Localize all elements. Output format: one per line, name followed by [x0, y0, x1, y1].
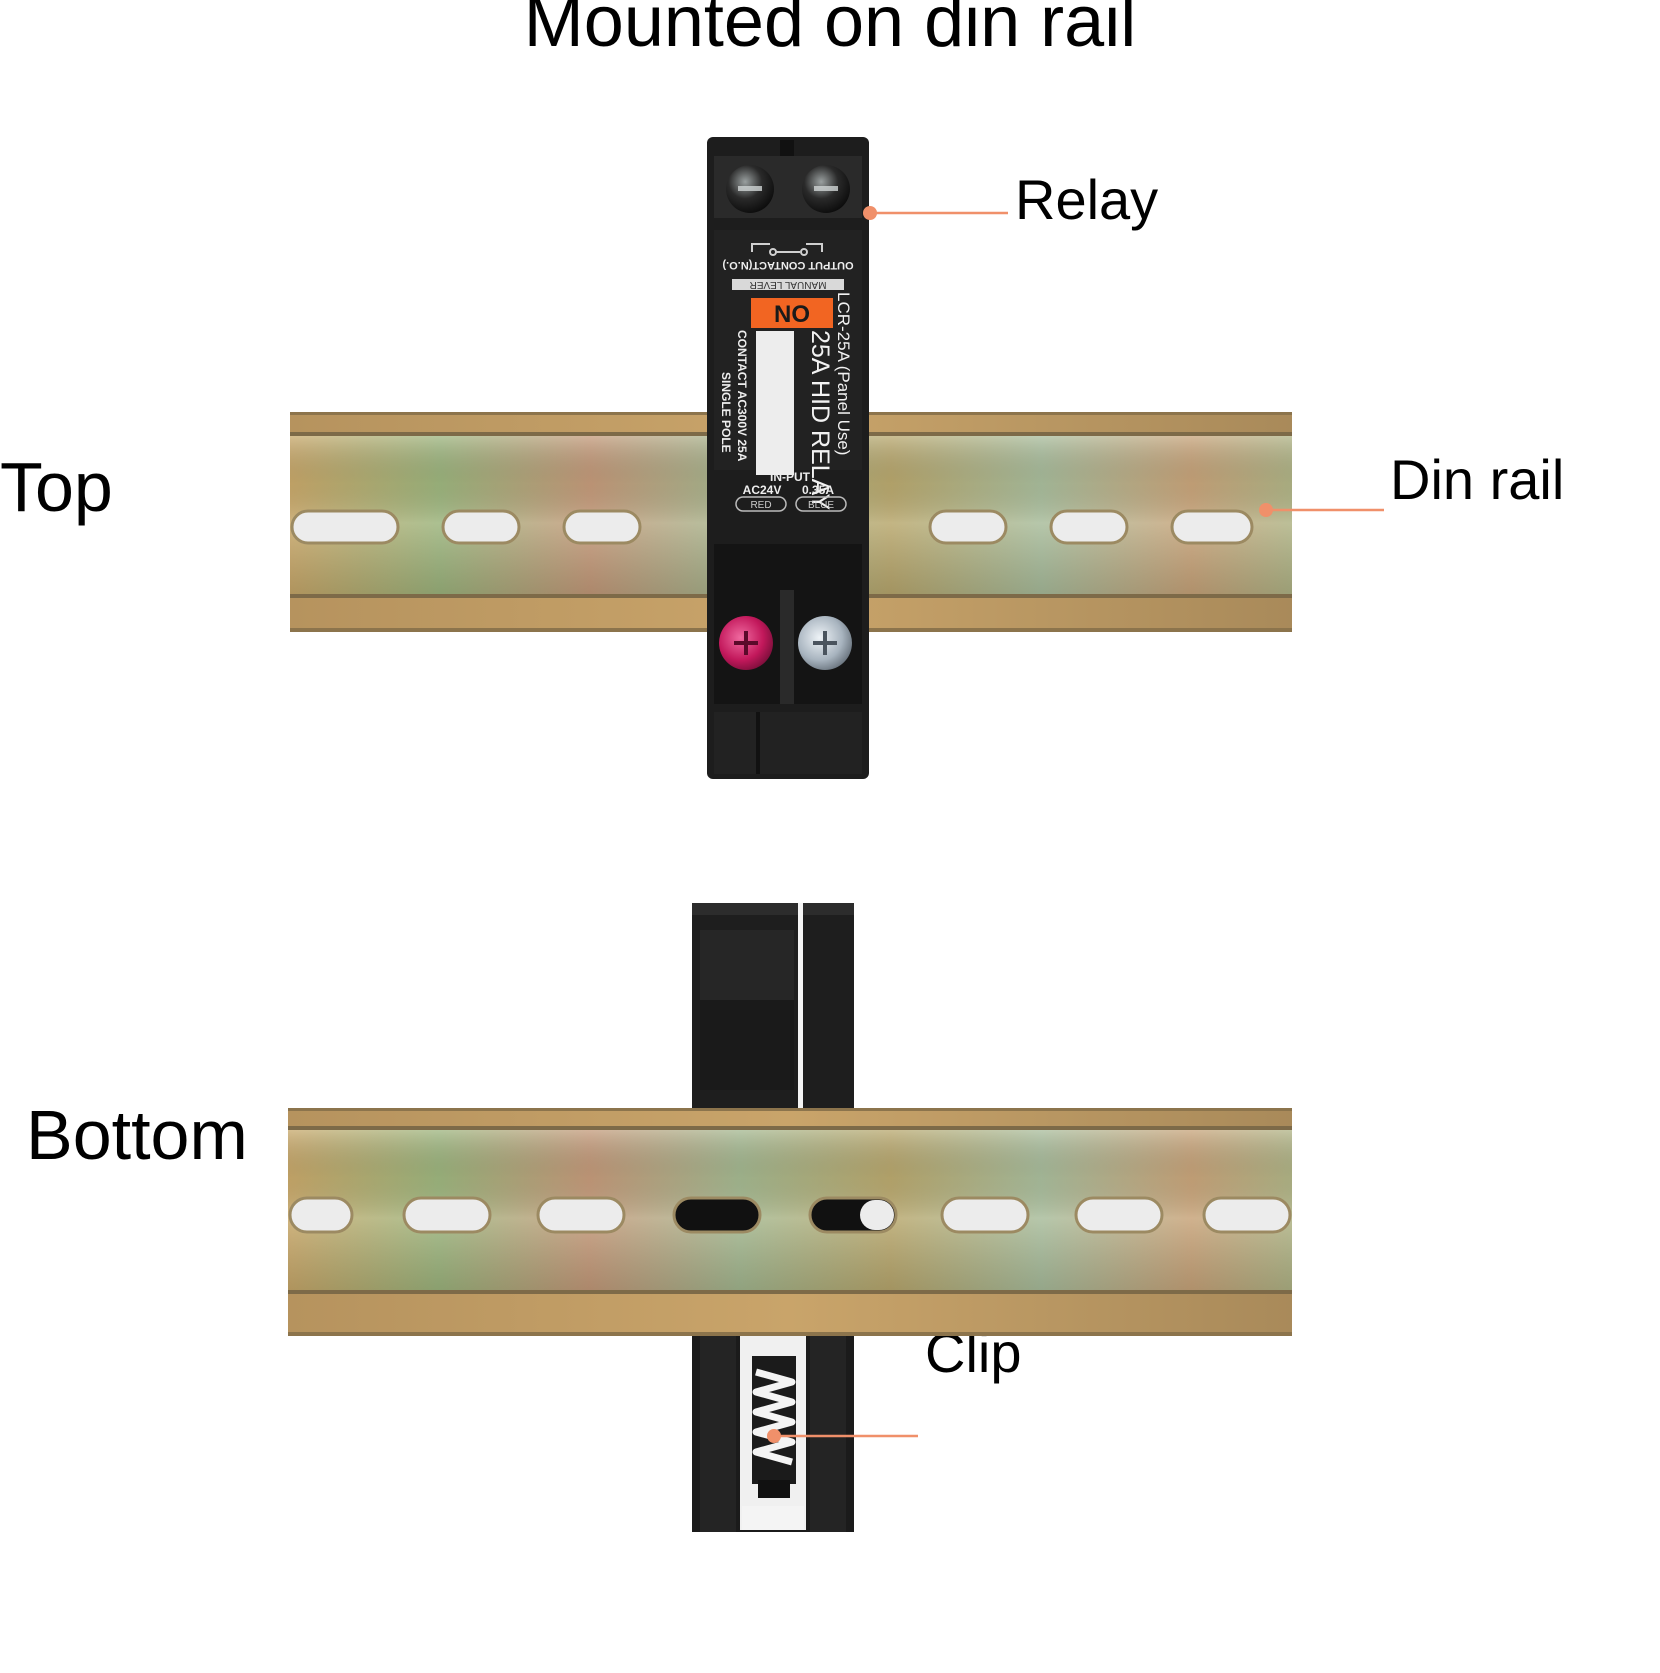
relay-contact-rating-text: CONTACT AC300V 25A [735, 330, 749, 462]
relay-no-badge-text: NO [774, 301, 810, 328]
page-title: Mounted on din rail [523, 0, 1137, 62]
relay-blue-wire-text: BLUE [808, 500, 834, 511]
bottom-view-label: Bottom [26, 1096, 248, 1174]
bottom-relay-back [692, 903, 854, 1125]
top-view-label: Top [0, 448, 113, 526]
relay-manual-lever-text: MANUAL LEVER [750, 279, 827, 290]
din-rail-leader-dot [1259, 503, 1273, 517]
top-relay: OUTPUT CONTACT(N.O.) MANUAL LEVER NO LCR… [707, 137, 869, 779]
relay-name-text: 25A HID RELAY [806, 330, 834, 511]
leader-lines [767, 206, 1384, 1443]
relay-leader-dot [863, 206, 877, 220]
bottom-clip-assembly [692, 1336, 854, 1532]
relay-output-contact-text: OUTPUT CONTACT(N.O.) [722, 259, 854, 271]
relay-current-text: 0.35A [802, 483, 834, 497]
relay-input-text: IN-PUT [770, 470, 811, 484]
relay-voltage-text: AC24V [743, 483, 782, 497]
relay-callout-label: Relay [1015, 168, 1159, 231]
din-rail-callout-label: Din rail [1390, 448, 1565, 511]
relay-red-wire-text: RED [750, 500, 771, 511]
clip-leader-dot [767, 1429, 781, 1443]
relay-model-text: LCR-25A (Panel Use) [834, 292, 853, 455]
bottom-din-rail [288, 1108, 1292, 1336]
clip-spring [752, 1368, 796, 1466]
relay-pole-text: SINGLE POLE [719, 372, 733, 453]
